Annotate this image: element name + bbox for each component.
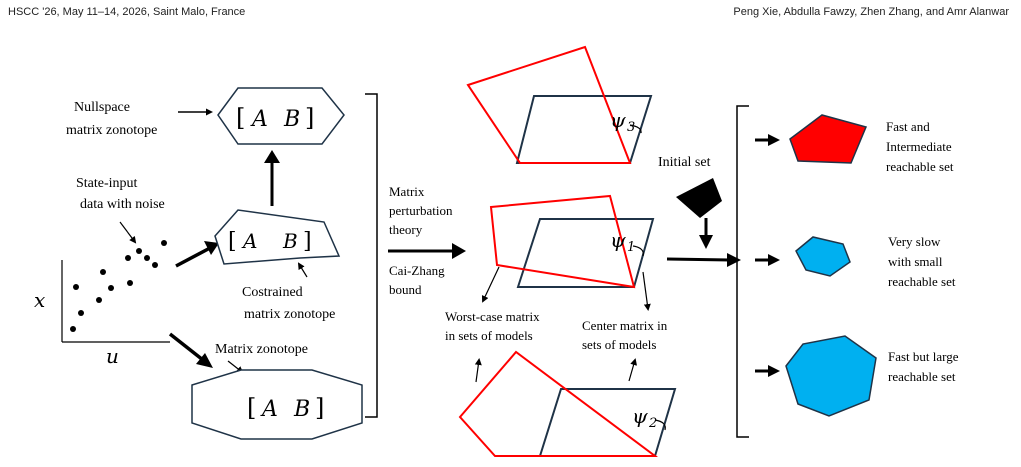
header-left: HSCC '26, May 11–14, 2026, Saint Malo, F… — [8, 6, 246, 18]
matrix-b-2: B — [282, 229, 298, 253]
nullspace-hexagon — [217, 87, 345, 145]
output2-label-2: with small — [888, 254, 943, 269]
caizhang-label-2: bound — [389, 282, 422, 297]
psi1-subscript: 1 — [627, 240, 635, 255]
header-right: Peng Xie, Abdulla Fawzy, Zhen Zhang, and… — [733, 6, 1009, 18]
perturbation-label: Matrix — [389, 184, 425, 199]
psi3-subscript: 3 — [627, 120, 635, 135]
output-arrow-2 — [768, 254, 780, 266]
output-arrow-1 — [768, 134, 780, 146]
matrix-a: A — [250, 107, 268, 132]
costrained-label-2: matrix zonotope — [244, 307, 335, 322]
matrix-b: B — [283, 107, 300, 132]
psi3-symbol: ψ — [610, 108, 626, 132]
bracket-close-3: ] — [315, 394, 324, 422]
matrix-a-2: A — [241, 229, 257, 253]
output-arrow-3 — [768, 365, 780, 377]
center-label: Center matrix in — [582, 318, 668, 333]
initial-set-shape — [676, 178, 722, 218]
data-points — [70, 240, 167, 332]
center-label-2: sets of models — [582, 337, 656, 352]
arrow-to-matrix-zonotope — [168, 332, 205, 362]
worst-case-label-2: in sets of models — [445, 328, 533, 343]
psi2-symbol: ψ — [632, 404, 648, 428]
matrix-b-3: B — [293, 397, 310, 422]
worst-case-polygon-mid — [489, 194, 636, 289]
state-input-label-2: data with noise — [80, 197, 165, 212]
worst-case-arrow — [481, 266, 500, 303]
worst-case-arrow-2 — [474, 358, 482, 383]
blue-small-reachable-set — [795, 236, 851, 277]
matrix-a-3: A — [260, 397, 278, 422]
data-arrow — [119, 221, 137, 244]
output3-label-2: reachable set — [888, 369, 956, 384]
main-arrow — [666, 257, 731, 262]
center-arrow — [642, 271, 651, 311]
initial-set-label: Initial set — [658, 155, 711, 170]
blue-large-reachable-set — [785, 335, 877, 417]
nullspace-label: Nullspace — [74, 100, 130, 115]
caizhang-label: Cai-Zhang — [389, 263, 445, 278]
output2-label-3: reachable set — [888, 274, 956, 289]
costrained-label: Costrained — [242, 285, 303, 300]
axis-x-label: x — [34, 288, 45, 312]
axis-u-label: u — [106, 344, 119, 368]
worst-case-polygon-top — [466, 45, 632, 164]
matrix-zonotope-hexagon — [191, 369, 363, 440]
red-reachable-set — [789, 114, 868, 164]
center-arrow-2 — [628, 358, 637, 382]
bracket-close: ] — [305, 104, 314, 132]
initial-set-arrow — [699, 235, 713, 249]
matrix-zonotope-label: Matrix zonotope — [215, 342, 308, 357]
worst-case-label: Worst-case matrix — [445, 309, 540, 324]
psi1-symbol: ψ — [610, 228, 626, 252]
perturbation-label-2: perturbation — [389, 203, 453, 218]
arrow-to-costrained — [175, 246, 211, 268]
output1-label-2: Intermediate — [886, 139, 952, 154]
psi2-subscript: 2 — [648, 416, 657, 431]
right-bracket — [736, 105, 749, 438]
output1-label-3: reachable set — [886, 159, 954, 174]
state-input-label: State-input — [76, 176, 138, 191]
left-bracket — [365, 93, 378, 418]
bracket-open-3: [ — [247, 394, 256, 422]
bracket-open-2: [ — [228, 229, 237, 254]
costrained-zonotope — [214, 209, 341, 265]
worst-case-polygon-bottom — [458, 350, 659, 457]
bracket-close-2: ] — [303, 229, 312, 254]
output1-label: Fast and — [886, 119, 930, 134]
costrained-arrow — [297, 262, 308, 278]
output3-label: Fast but large — [888, 349, 959, 364]
nullspace-label-2: matrix zonotope — [66, 123, 157, 138]
output2-label: Very slow — [888, 234, 941, 249]
perturbation-label-3: theory — [389, 222, 423, 237]
bracket-open: [ — [236, 104, 245, 132]
